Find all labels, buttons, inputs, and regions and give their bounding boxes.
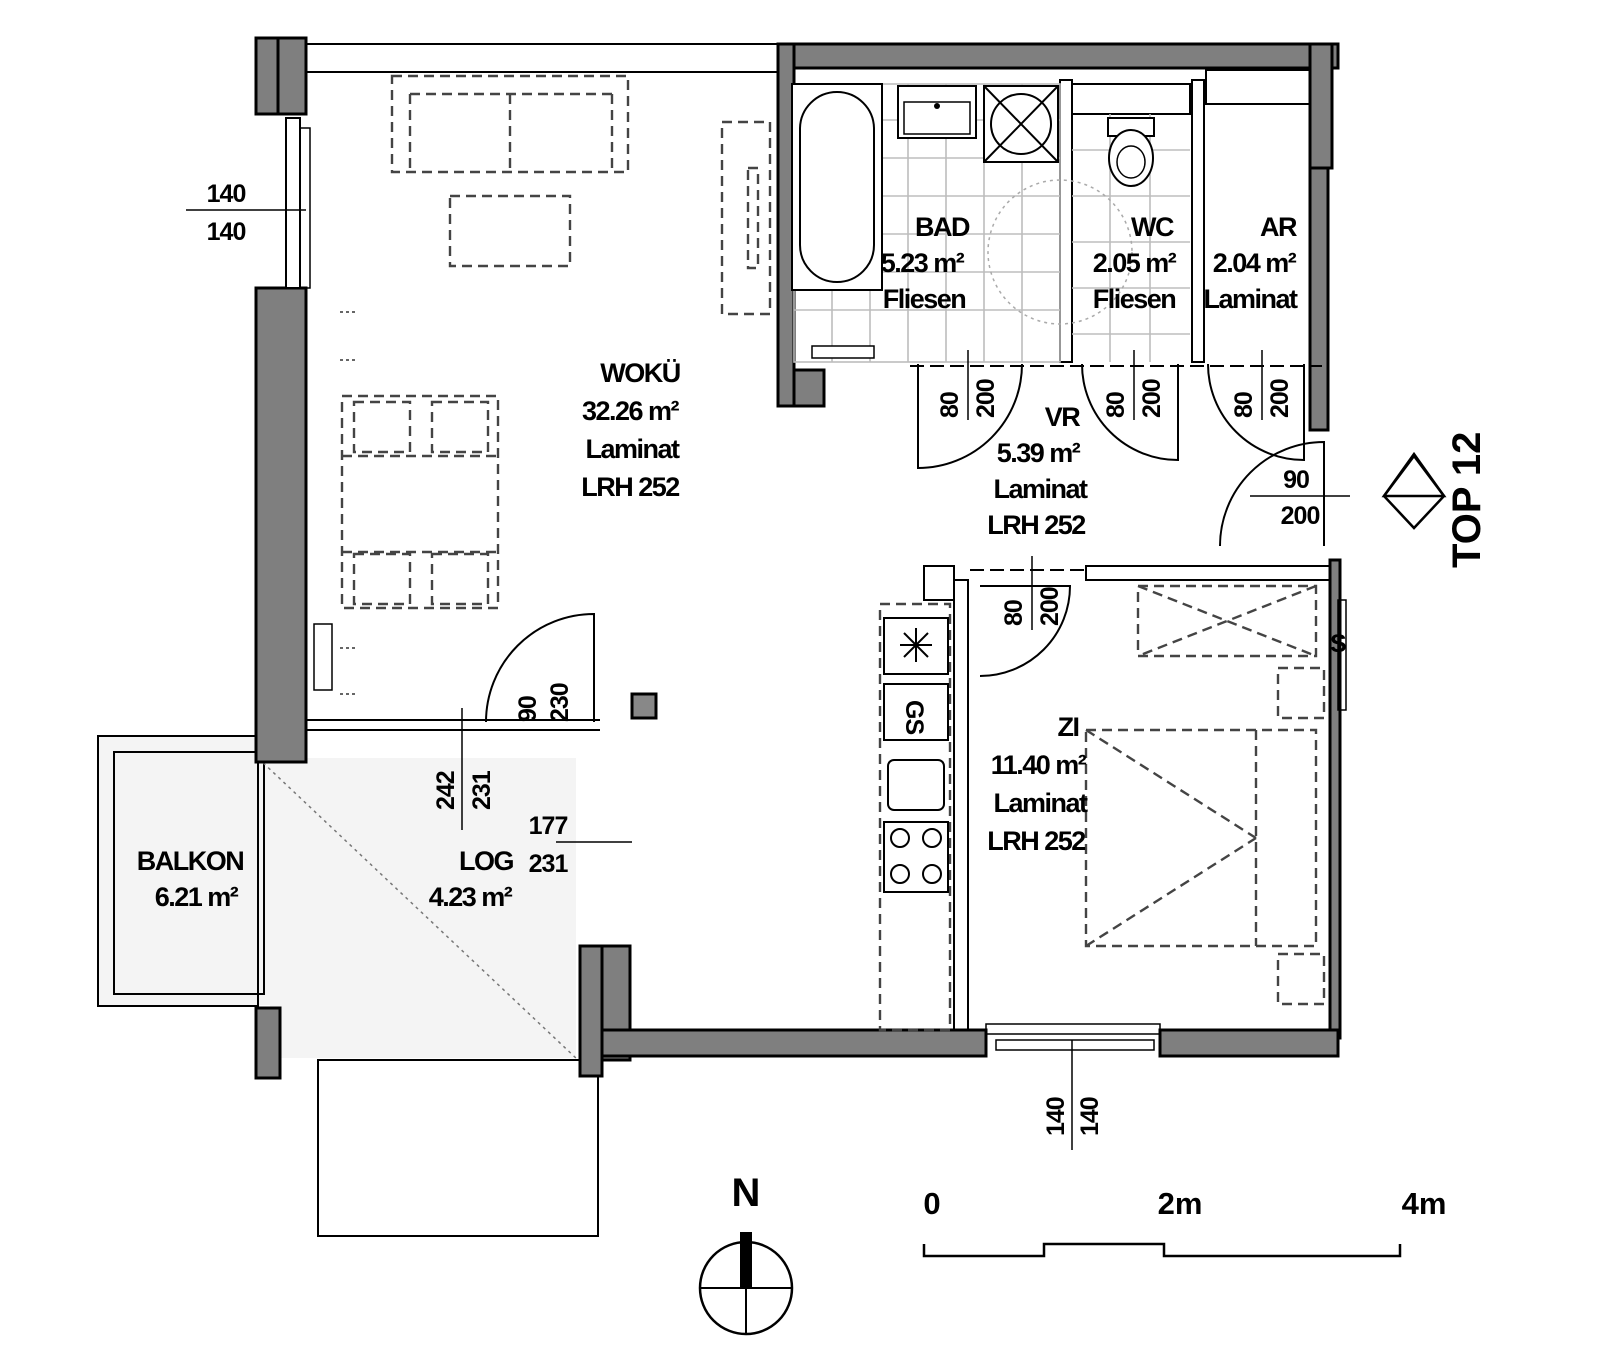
scale-label-4m: 4m (1402, 1186, 1447, 1221)
svg-text:200: 200 (1138, 379, 1166, 418)
furniture (313, 74, 1326, 1032)
room-name: BALKON (137, 846, 244, 876)
svg-text:140: 140 (1076, 1097, 1104, 1136)
doors (485, 363, 1325, 723)
room-area: 32.26 m² (582, 396, 680, 426)
room-floor: Laminat (1203, 284, 1298, 314)
north-arrow: N (698, 1171, 794, 1336)
washbasin (897, 85, 977, 139)
scale-bar: 0 2m 4m (922, 1186, 1447, 1258)
room-area: 2.05 m² (1093, 248, 1177, 278)
svg-text:242: 242 (432, 771, 460, 810)
room-floor: Laminat (993, 474, 1088, 504)
room-floor: Fliesen (1093, 284, 1176, 314)
room-area: 5.39 m² (997, 438, 1081, 468)
room-area: 11.40 m² (991, 750, 1087, 780)
cabinet-label: S (1330, 630, 1346, 658)
room-name: BAD (915, 212, 970, 242)
svg-text:90: 90 (514, 696, 542, 722)
svg-text:80: 80 (1000, 600, 1028, 626)
svg-text:140: 140 (207, 218, 246, 246)
room-area: 4.23 m² (429, 882, 513, 912)
loggia-area (97, 735, 599, 1237)
svg-text:231: 231 (468, 770, 496, 810)
room-name: WOKÜ (600, 358, 679, 388)
room-area: 6.21 m² (155, 882, 239, 912)
svg-text:80: 80 (1102, 392, 1130, 418)
scale-label-2m: 2m (1158, 1186, 1203, 1221)
kitchen-counter (878, 602, 952, 1032)
scale-label-0: 0 (923, 1186, 940, 1221)
unit-label: TOP 12 (1381, 432, 1489, 568)
room-vr: VR 5.39 m² Laminat LRH 252 (987, 402, 1089, 540)
svg-text:90: 90 (1283, 466, 1309, 494)
svg-text:230: 230 (546, 683, 574, 722)
room-name: AR (1260, 212, 1297, 242)
room-name: ZI (1058, 712, 1079, 742)
room-name: LOG (459, 846, 513, 876)
svg-text:200: 200 (1266, 379, 1294, 418)
svg-text:80: 80 (936, 392, 964, 418)
room-height: LRH 252 (987, 826, 1085, 856)
room-height: LRH 252 (581, 472, 679, 502)
room-height: LRH 252 (987, 510, 1085, 540)
room-floor: Fliesen (883, 284, 966, 314)
room-name: WC (1131, 212, 1174, 242)
svg-text:140: 140 (1042, 1097, 1070, 1136)
north-label: N (732, 1171, 761, 1215)
toilet (1107, 117, 1155, 187)
room-balkon: BALKON 6.21 m² (137, 846, 245, 912)
svg-text:200: 200 (1281, 502, 1320, 530)
room-bad: BAD 5.23 m² Fliesen (881, 212, 972, 314)
room-log: LOG 4.23 m² (429, 846, 515, 912)
svg-text:200: 200 (972, 379, 1000, 418)
svg-text:200: 200 (1036, 587, 1064, 626)
dimension-lines (186, 209, 1350, 1150)
svg-text:231: 231 (529, 850, 569, 878)
room-zi: ZI 11.40 m² Laminat LRH 252 (987, 712, 1089, 856)
room-wc: WC 2.05 m² Fliesen (1093, 212, 1179, 314)
entry-arrow-icon (1382, 451, 1446, 530)
dishwasher-label: GS (900, 700, 928, 734)
room-name: VR (1045, 402, 1081, 432)
windows (285, 117, 1347, 1051)
room-area: 5.23 m² (881, 248, 965, 278)
svg-text:80: 80 (1230, 392, 1258, 418)
room-woku: WOKÜ 32.26 m² Laminat LRH 252 (581, 358, 681, 502)
room-floor: Laminat (585, 434, 680, 464)
room-ar: AR 2.04 m² Laminat (1203, 212, 1299, 314)
walls (254, 36, 1342, 1080)
bathroom-fixtures (791, 83, 1190, 363)
room-area: 2.04 m² (1213, 248, 1297, 278)
room-floor: Laminat (993, 788, 1088, 818)
dimension-labels: 140 140 80 200 80 200 80 200 90 200 80 2… (207, 180, 1321, 1136)
svg-text:177: 177 (529, 812, 568, 840)
unit-title: TOP 12 (1445, 432, 1489, 568)
svg-text:140: 140 (207, 180, 246, 208)
